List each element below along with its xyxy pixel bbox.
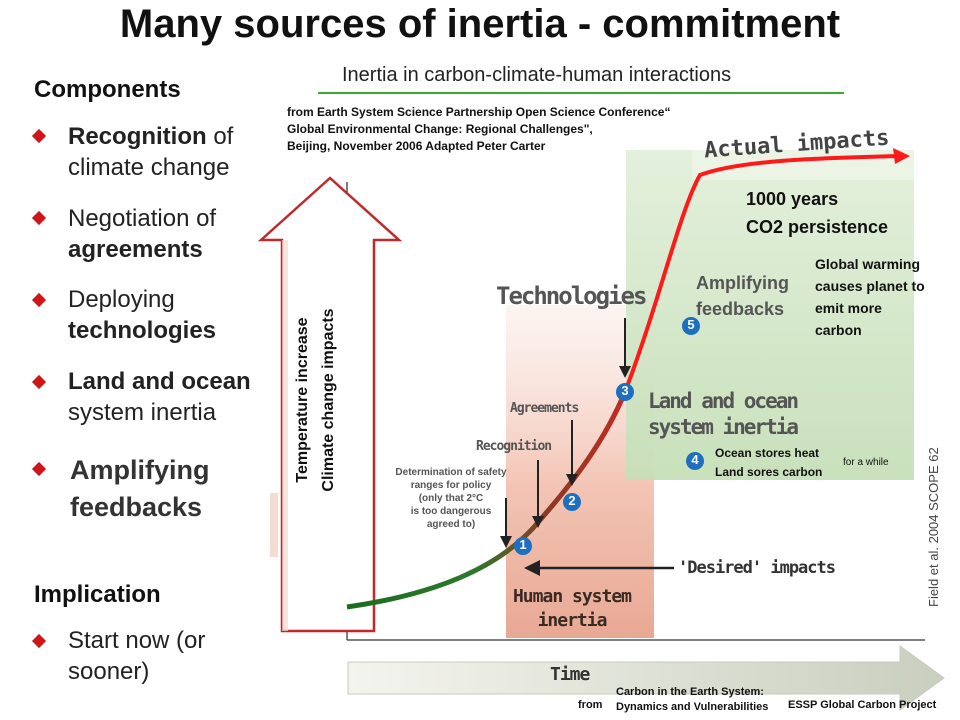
down-arrow-icon [566,474,578,486]
agreements-label: Agreements [510,401,579,416]
marker-label: 5 [687,317,695,332]
credit-essp: ESSP Global Carbon Project [788,699,937,711]
marker-1 [514,537,532,555]
co2-persistence-note: 1000 years CO2 persistence [746,189,889,237]
source-note: from Earth System Science Partnership Op… [287,105,671,153]
down-arrow-icon [500,536,512,548]
marker-2 [563,493,581,511]
time-axis-label: Time [550,664,590,685]
down-arrow-icon [532,516,544,528]
credit-book: Carbon in the Earth System: Dynamics and… [616,686,769,713]
curve-arrowhead [893,148,910,164]
components-heading: Components [34,76,181,103]
temperature-axis-label: Temperature increase Climate change impa… [294,308,337,492]
land-ocean-label: Land and ocean system inertia [648,389,799,439]
global-warming-note: Global warming causes planet to emit mor… [815,256,925,338]
implication-heading: Implication [34,581,161,608]
marker-label: 3 [621,383,629,398]
panel-title-underline [318,92,844,94]
field-citation: Field et al. 2004 SCOPE 62 [926,447,941,607]
pink-accent [270,493,278,557]
panel-title: Inertia in carbon-climate-human interact… [342,64,732,86]
marker-5 [682,317,700,335]
marker-label: 1 [519,537,527,552]
marker-label: 4 [691,452,699,467]
natural-inertia-band [626,150,914,480]
technologies-label: Technologies [496,282,647,310]
actual-impact-curve [623,154,901,393]
left-arrow-icon [524,560,540,576]
marker-label: 2 [568,493,576,508]
desired-impacts-label: 'Desired' impacts [678,558,836,578]
marker-4 [686,452,704,470]
determination-note: Determination of safety ranges for polic… [395,467,507,530]
ocean-stores-note: Ocean stores heat Land sores carbon [715,446,823,479]
credit-from: from [578,699,603,711]
time-arrow [347,645,945,711]
marker-3 [616,383,634,401]
recognition-label: Recognition [476,439,552,454]
amplifying-feedbacks-label: Amplifying feedbacks [696,273,789,319]
slide-title: Many sources of inertia - commitment [119,2,841,46]
for-a-while-note: for a while [843,457,889,468]
human-system-inertia-label: Human system inertia [512,586,632,631]
down-arrow-icon [619,366,631,378]
